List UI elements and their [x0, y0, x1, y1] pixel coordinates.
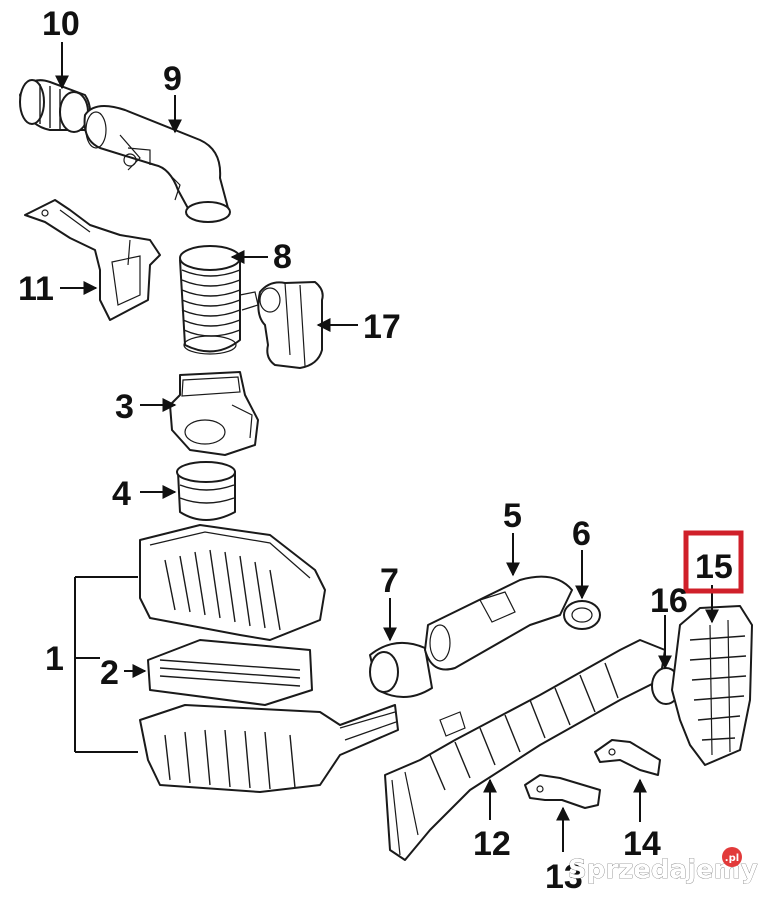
callout-15: 15 — [695, 548, 733, 586]
callout-7: 7 — [380, 562, 399, 600]
part-13-bracket — [524, 774, 601, 809]
callout-1: 1 — [45, 640, 64, 678]
leader-lines — [55, 42, 719, 852]
callout-17: 17 — [363, 308, 401, 346]
callout-12: 12 — [473, 825, 511, 863]
part-14-bracket — [594, 739, 661, 776]
part-6-ring — [563, 600, 601, 630]
part-15-inlet-scoop — [671, 605, 753, 766]
callout-8: 8 — [273, 238, 292, 276]
part-10-coupler — [19, 79, 91, 133]
callout-3: 3 — [115, 388, 134, 426]
part-17-cover — [257, 281, 324, 369]
callout-10: 10 — [42, 5, 80, 43]
part-5-duct — [424, 575, 573, 671]
part-3-flow-meter — [169, 371, 259, 456]
callout-2: 2 — [100, 654, 119, 692]
callout-16: 16 — [650, 582, 688, 620]
part-4-sleeve — [176, 461, 236, 521]
part-1-air-cleaner-assembly — [139, 524, 399, 793]
callout-4: 4 — [112, 475, 131, 513]
watermark: Sprzedajemy .pl — [568, 847, 758, 885]
callout-5: 5 — [503, 497, 522, 535]
callout-11: 11 — [18, 270, 54, 308]
part-7-duct — [369, 641, 433, 698]
callout-13: 13 — [545, 858, 583, 896]
part-8-hose — [179, 245, 259, 355]
callout-labels: 10 9 11 8 17 3 4 1 2 7 5 6 16 15 12 13 1… — [18, 5, 733, 896]
part-15-highlight-box — [683, 530, 744, 594]
callout-14: 14 — [623, 825, 661, 863]
part-11-bracket — [24, 199, 161, 321]
part-9-intake-tube — [83, 105, 231, 223]
sprzedajemy-logo — [722, 847, 742, 867]
callout-6: 6 — [572, 515, 591, 553]
callout-9: 9 — [163, 60, 182, 98]
watermark-suffix: .pl — [725, 853, 739, 864]
